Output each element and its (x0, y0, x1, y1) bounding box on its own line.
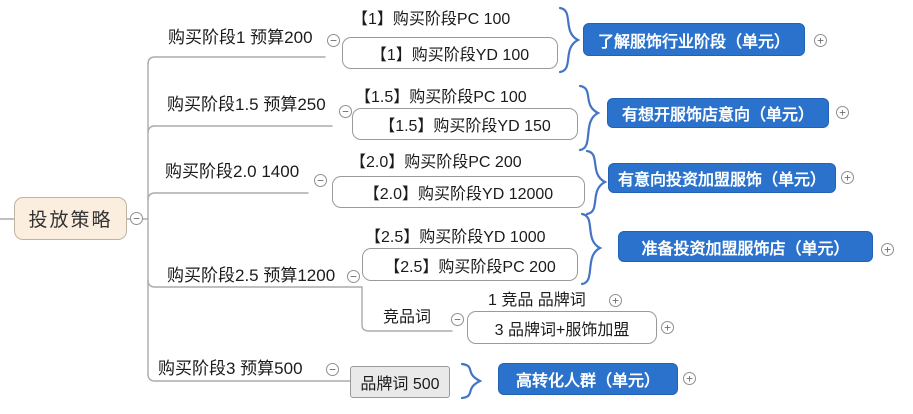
subtopic-line (361, 286, 453, 332)
topic-competitor-words[interactable]: 竞品词 (383, 309, 432, 326)
connector-lines (0, 56, 453, 382)
collapse-icon-stage2-5[interactable]: − (347, 270, 360, 283)
topic-brandword-500-label: 品牌词 500 (360, 376, 440, 393)
branch5-line (147, 373, 351, 382)
topic-stage1-5-yd[interactable]: 【1.5】购买阶段YD 150 (352, 108, 578, 140)
summary-topic-4-label: 准备投资加盟服饰店（单元） (641, 240, 850, 258)
topic-stage2-0-yd[interactable]: 【2.0】购买阶段YD 12000 (332, 176, 585, 208)
summary-topic-3[interactable]: 有意向投资加盟服饰（单元） (608, 163, 836, 193)
summary-brace-5 (460, 362, 483, 400)
collapse-icon-competitor-words[interactable]: − (451, 313, 464, 326)
topic-stage2-5-yd[interactable]: 【2.5】购买阶段YD 1000 (365, 229, 546, 246)
expand-icon-brand-plus-join[interactable]: + (661, 321, 674, 334)
branch1-line (147, 56, 326, 65)
summary-topic-1-label: 了解服饰行业阶段（单元） (597, 33, 790, 51)
summary-brace-1 (558, 6, 581, 74)
topic-stage2-0-yd-label: 【2.0】购买阶段YD 12000 (363, 186, 554, 203)
summary-topic-4[interactable]: 准备投资加盟服饰店（单元） (618, 231, 873, 262)
branch3-line (147, 192, 309, 201)
summary-braces (460, 6, 608, 400)
topic-stage1-yd-label: 【1】购买阶段YD 100 (370, 47, 530, 64)
branch4-line (147, 279, 363, 288)
expand-icon-summary-3[interactable]: + (841, 171, 854, 184)
summary-topic-2-label: 有想开服饰店意向（单元） (621, 107, 814, 124)
topic-stage1-5[interactable]: 购买阶段1.5 预算250 (167, 95, 326, 114)
summary-topic-3-label: 有意向投资加盟服饰（单元） (617, 172, 826, 189)
topic-stage2-0[interactable]: 购买阶段2.0 1400 (165, 162, 300, 181)
topic-stage2-5-pc-label: 【2.5】购买阶段PC 200 (384, 258, 556, 276)
summary-topic-5[interactable]: 高转化人群（单元） (498, 363, 678, 395)
collapse-icon-root[interactable]: − (130, 212, 143, 225)
summary-brace-4 (580, 212, 603, 286)
topic-brandword-500[interactable]: 品牌词 500 (350, 366, 450, 398)
topic-brand-plus-join-label: 3 品牌词+服饰加盟 (494, 321, 630, 339)
collapse-icon-stage1[interactable]: − (327, 34, 340, 47)
expand-icon-summary-2[interactable]: + (836, 106, 849, 119)
expand-icon-summary-5[interactable]: + (683, 372, 696, 385)
topic-stage3[interactable]: 购买阶段3 预算500 (158, 359, 303, 378)
summary-topic-1[interactable]: 了解服饰行业阶段（单元） (583, 23, 805, 56)
expand-icon-competitor-brand[interactable]: + (609, 294, 622, 307)
topic-stage1-5-pc[interactable]: 【1.5】购买阶段PC 100 (355, 89, 527, 106)
topic-competitor-brand[interactable]: 1 竞品 品牌词 (488, 292, 586, 309)
expand-icon-summary-1[interactable]: + (814, 34, 827, 47)
topic-stage1-pc[interactable]: 【1】购买阶段PC 100 (352, 11, 511, 28)
summary-brace-2 (578, 84, 601, 152)
topic-brand-plus-join[interactable]: 3 品牌词+服饰加盟 (467, 311, 657, 344)
summary-topic-2[interactable]: 有想开服饰店意向（单元） (607, 98, 829, 128)
branch2-line (147, 125, 333, 134)
collapse-icon-stage3[interactable]: − (326, 363, 339, 376)
collapse-icon-stage1-5[interactable]: − (339, 105, 352, 118)
summary-brace-3 (585, 149, 608, 216)
expand-icon-summary-4[interactable]: + (881, 243, 894, 256)
topic-stage2-5[interactable]: 购买阶段2.5 预算1200 (167, 266, 336, 285)
topic-stage1-5-yd-label: 【1.5】购买阶段YD 150 (379, 118, 551, 135)
topic-stage2-0-pc[interactable]: 【2.0】购买阶段PC 200 (350, 154, 522, 171)
topic-stage1[interactable]: 购买阶段1 预算200 (168, 28, 313, 47)
collapse-icon-stage2-0[interactable]: − (314, 174, 327, 187)
root-topic[interactable]: 投放策略 (14, 197, 127, 240)
summary-topic-5-label: 高转化人群（单元） (515, 373, 660, 390)
topic-stage1-yd[interactable]: 【1】购买阶段YD 100 (342, 37, 558, 69)
topic-stage2-5-pc[interactable]: 【2.5】购买阶段PC 200 (362, 248, 578, 281)
